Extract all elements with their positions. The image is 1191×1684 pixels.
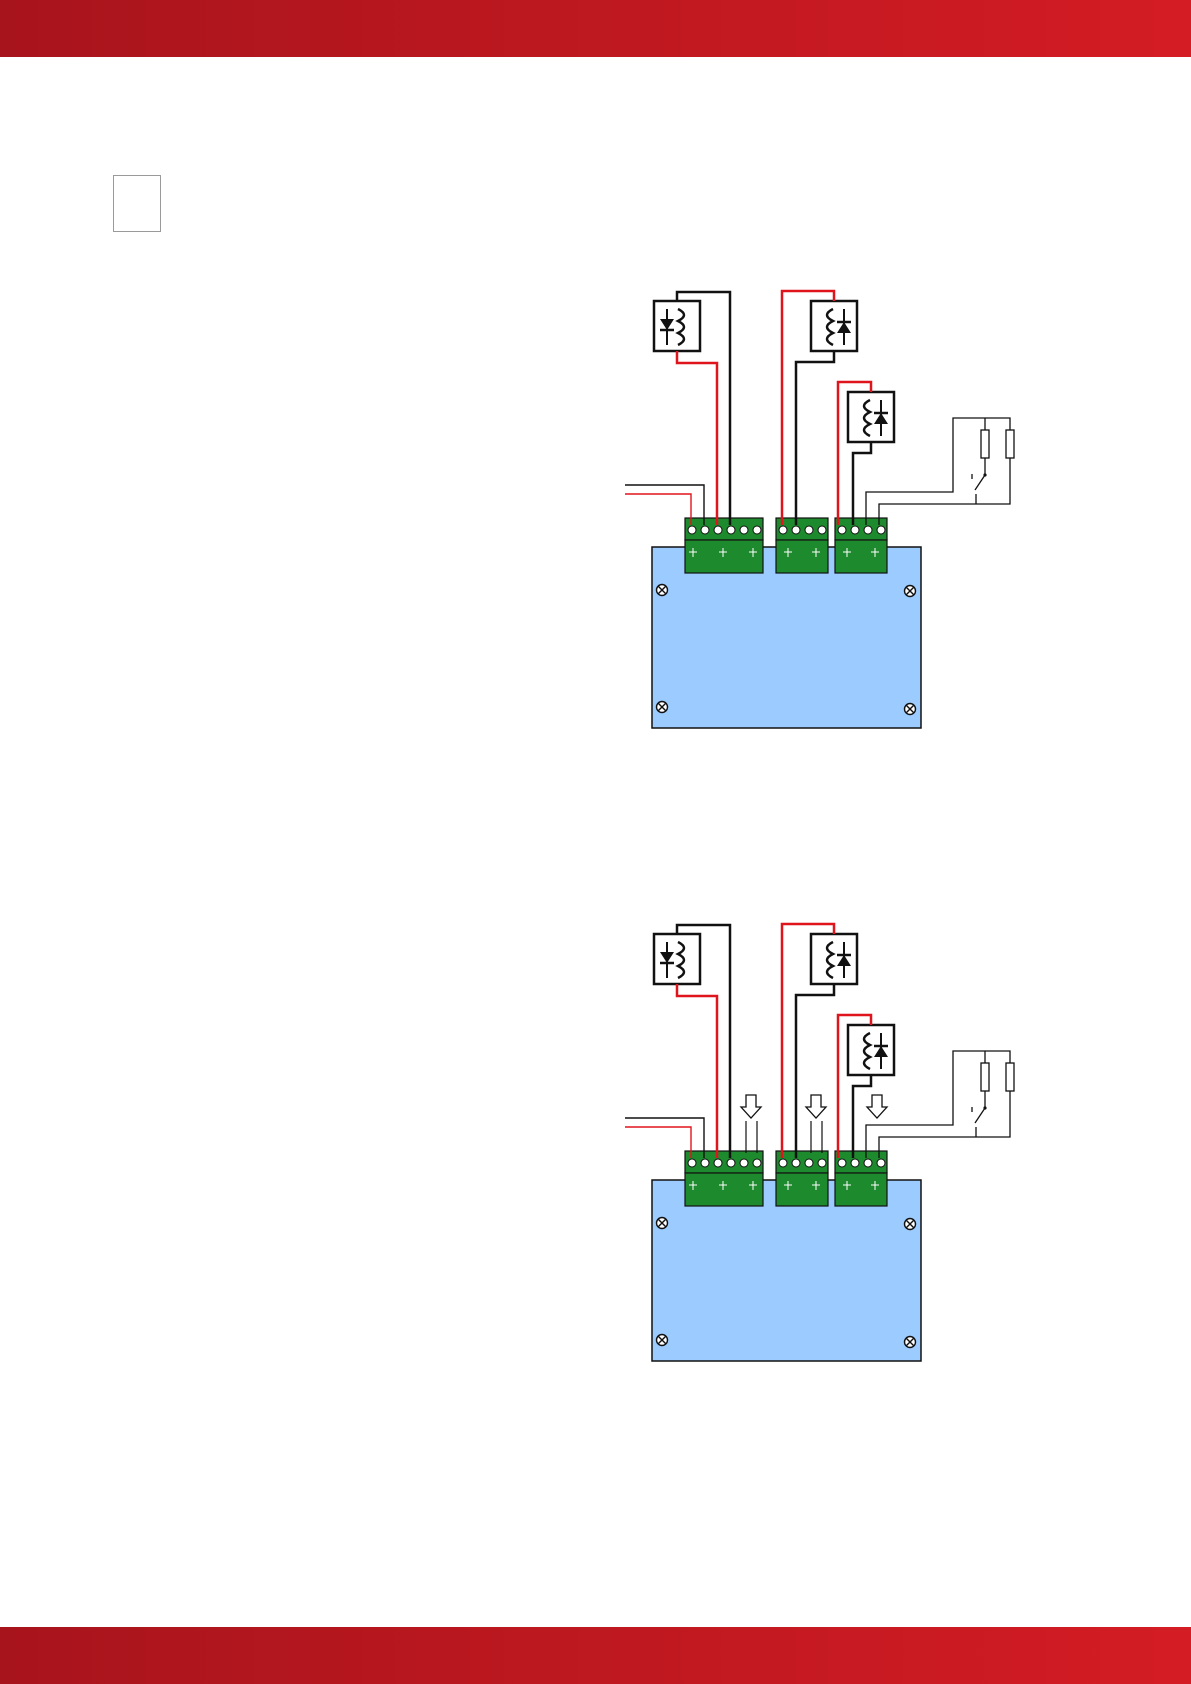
- top-wiring-diagram: [625, 291, 1014, 728]
- insertion-arrow-2: [806, 1095, 826, 1153]
- bottom-wiring-diagram: [625, 924, 1014, 1361]
- insertion-arrow-3: [867, 1095, 887, 1118]
- insertion-arrow-1: [741, 1095, 761, 1153]
